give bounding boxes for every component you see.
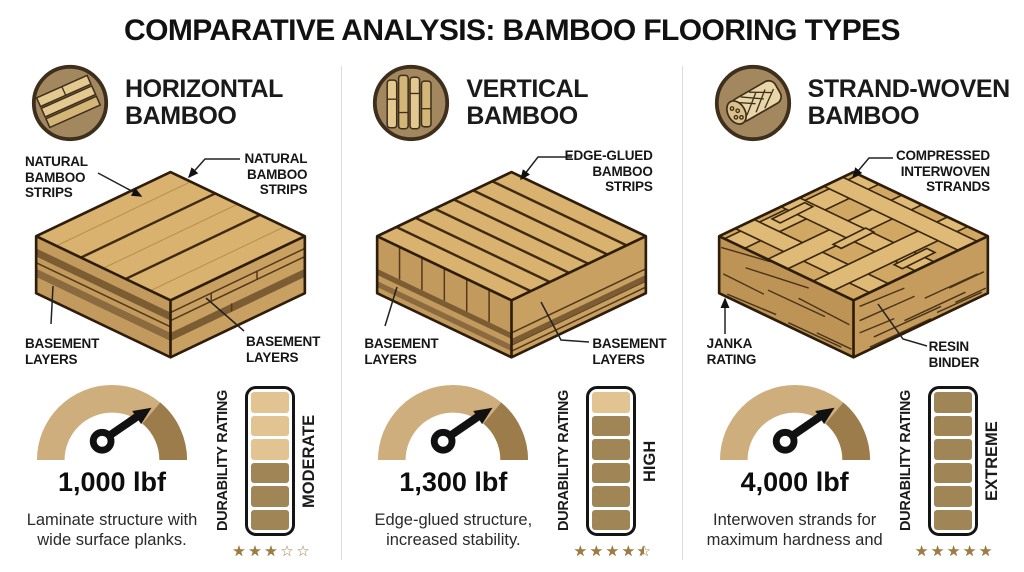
star-icon: ☆★ — [589, 542, 604, 560]
durability-segment — [251, 509, 289, 530]
callout-basement-layers-left: BASEMENT LAYERS — [25, 336, 100, 367]
durability-level-label: EXTREME — [982, 421, 1001, 501]
structure-description: Edge-glued structure, increased stabilit… — [374, 511, 533, 549]
durability-axis-label: DURABILITY RATING — [215, 390, 231, 532]
metrics-area: 4,000 lbf Interwoven strands for maximum… — [683, 381, 1024, 570]
star-icon: ☆★ — [605, 542, 620, 560]
star-rating: ☆★☆★☆★☆★☆★ — [219, 541, 323, 560]
column-divider — [341, 66, 342, 560]
star-icon: ☆★ — [914, 542, 929, 560]
durability-segment — [592, 415, 631, 436]
column-header: HORIZONTAL BAMBOO — [0, 60, 341, 146]
callout-resin-binder: RESIN BINDER — [928, 339, 980, 370]
durability-axis-label: DURABILITY RATING — [556, 390, 573, 532]
durability-segment — [592, 439, 631, 460]
hardness-gauge-group: 1,300 lbf Edge-glued structure, increase… — [363, 383, 543, 550]
durability-segment — [933, 509, 972, 530]
durability-level-label: MODERATE — [300, 414, 318, 508]
hardness-value: 1,000 lbf — [57, 467, 167, 497]
durability-segment — [592, 509, 631, 530]
callout-edge-glued-bamboo-strips: EDGE-GLUED BAMBOO STRIPS — [564, 148, 653, 194]
columns-container: HORIZONTAL BAMBOO — [0, 60, 1024, 570]
star-icon: ☆★ — [962, 542, 977, 560]
durability-bar — [586, 386, 637, 536]
column-horizontal-bamboo: HORIZONTAL BAMBOO — [0, 60, 341, 570]
vertical-bamboo-block-illustration — [376, 170, 648, 359]
durability-segment — [933, 439, 972, 460]
durability-segment — [251, 415, 289, 436]
star-icon: ☆★ — [636, 542, 652, 560]
hardness-gauge-icon — [36, 384, 188, 461]
leader-lines — [50, 158, 245, 332]
page-title: COMPARATIVE ANALYSIS: BAMBOO FLOORING TY… — [124, 14, 901, 47]
column-title: STRAND-WOVEN BAMBOO — [807, 75, 1011, 130]
star-icon: ☆★ — [232, 542, 246, 560]
durability-segment — [251, 486, 289, 507]
durability-segment — [251, 439, 289, 460]
callout-janka-rating: JANKA RATING — [706, 336, 757, 367]
callout-basement-layers-right: BASEMENT LAYERS — [592, 336, 667, 367]
column-title: HORIZONTAL BAMBOO — [125, 75, 284, 130]
callout-basement-layers-left: BASEMENT LAYERS — [364, 336, 439, 367]
callout-basement-layers-right: BASEMENT LAYERS — [246, 334, 321, 365]
callout-natural-bamboo-strips-right: NATURAL BAMBOO STRIPS — [244, 151, 308, 197]
structure-description: Laminate structure with wide surface pla… — [26, 511, 198, 549]
vertical-bamboo-poles-icon — [373, 64, 450, 142]
durability-segment — [933, 415, 972, 436]
star-icon: ☆★ — [573, 542, 588, 560]
durability-segment — [251, 392, 289, 413]
star-icon: ☆★ — [248, 542, 262, 560]
durability-segment — [933, 486, 972, 507]
leader-lines — [384, 156, 590, 343]
callout-compressed-interwoven-strands: COMPRESSED INTERWOVEN STRANDS — [895, 148, 990, 194]
hardness-gauge-group: 4,000 lbf Interwoven strands for maximum… — [705, 383, 885, 550]
metrics-area: 1,000 lbf Laminate structure with wide s… — [0, 381, 341, 570]
star-icon: ☆★ — [264, 542, 278, 560]
block-illustration-area: COMPRESSED INTERWOVEN STRANDS JANKA RATI… — [683, 146, 1024, 381]
durability-segment — [251, 462, 289, 483]
callout-natural-bamboo-strips-left: NATURAL BAMBOO STRIPS — [25, 154, 88, 200]
durability-segment — [592, 392, 631, 413]
structure-description: Interwoven strands for maximum hardness … — [706, 511, 883, 549]
durability-segment — [592, 462, 631, 483]
star-icon: ☆★ — [296, 542, 310, 560]
star-rating: ☆★☆★☆★☆★☆★ — [560, 541, 664, 560]
hardness-gauge-icon — [719, 384, 870, 461]
hardness-value: 1,300 lbf — [399, 467, 508, 497]
durability-rating-group: DURABILITY RATING MODERATE ☆★☆★☆★☆★☆★ — [215, 386, 335, 570]
hardness-gauge-icon — [378, 384, 529, 461]
column-header: VERTICAL BAMBOO — [341, 60, 682, 146]
durability-level-label: HIGH — [641, 440, 660, 482]
hardness-value: 4,000 lbf — [740, 467, 849, 497]
block-illustration-area: EDGE-GLUED BAMBOO STRIPS BASEMENT LAYERS… — [341, 146, 682, 381]
horizontal-bamboo-block-illustration — [34, 170, 307, 359]
durability-bar — [245, 386, 295, 536]
column-vertical-bamboo: VERTICAL BAMBOO — [341, 60, 682, 570]
column-strand-woven-bamboo: STRAND-WOVEN BAMBOO — [683, 60, 1024, 570]
durability-segment — [933, 392, 972, 413]
durability-bar — [927, 386, 978, 536]
durability-rating-group: DURABILITY RATING EXTREME ☆★☆★☆★☆★☆★ — [898, 386, 1018, 570]
star-icon: ☆★ — [280, 542, 294, 560]
column-header: STRAND-WOVEN BAMBOO — [683, 60, 1024, 146]
durability-axis-label: DURABILITY RATING — [897, 390, 914, 532]
horizontal-bamboo-planks-icon — [31, 64, 109, 142]
strand-woven-log-icon — [714, 64, 791, 142]
block-illustration-area: NATURAL BAMBOO STRIPS NATURAL BAMBOO STR… — [0, 146, 341, 381]
hardness-gauge-group: 1,000 lbf Laminate structure with wide s… — [22, 383, 202, 550]
durability-segment — [933, 462, 972, 483]
strand-woven-block-illustration — [717, 170, 989, 359]
metrics-area: 1,300 lbf Edge-glued structure, increase… — [341, 381, 682, 570]
star-rating: ☆★☆★☆★☆★☆★ — [902, 541, 1006, 560]
star-icon: ☆★ — [978, 542, 993, 560]
star-icon: ☆★ — [930, 542, 945, 560]
column-divider — [682, 66, 683, 560]
durability-segment — [592, 486, 631, 507]
durability-rating-group: DURABILITY RATING HIGH ☆★☆★☆★☆★☆★ — [556, 386, 676, 570]
leader-lines — [720, 157, 927, 347]
star-icon: ☆★ — [946, 542, 961, 560]
column-title: VERTICAL BAMBOO — [466, 75, 589, 130]
star-icon: ☆★ — [621, 542, 636, 560]
